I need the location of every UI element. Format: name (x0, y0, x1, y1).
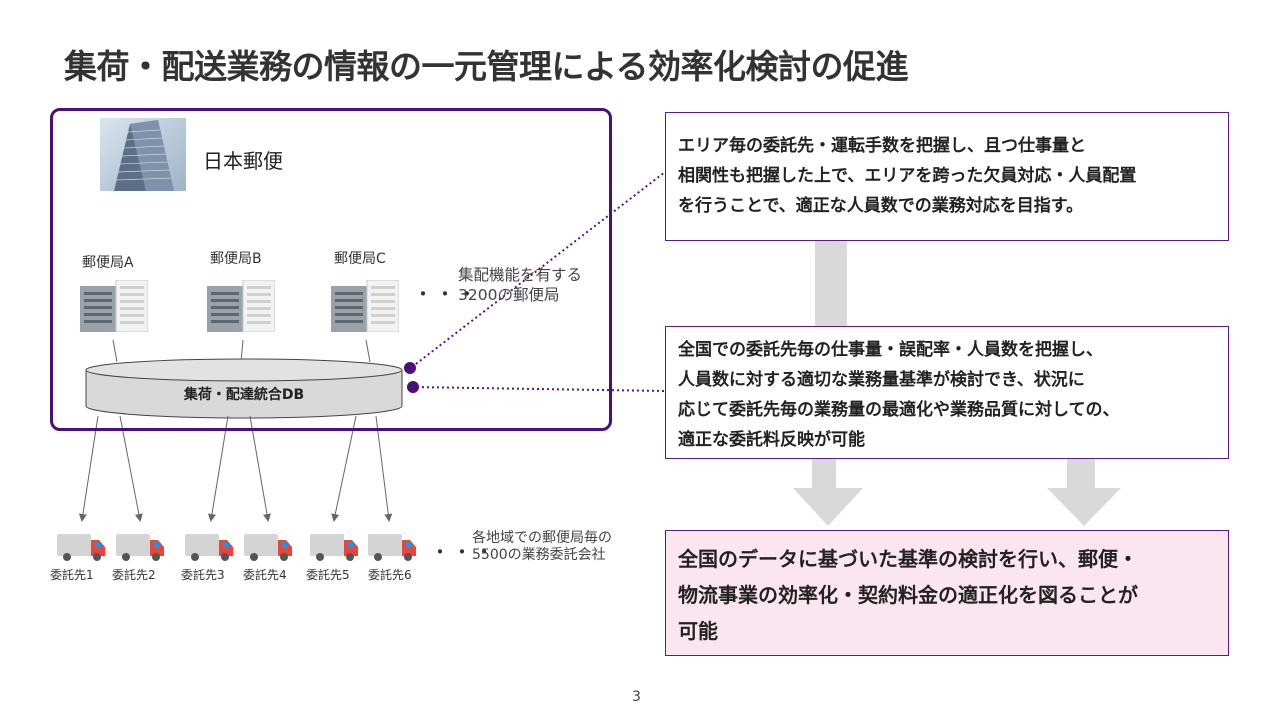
post-office-note-line: 3200の郵便局 (458, 286, 560, 304)
box2-line: 適正な委託料反映が可能 (678, 430, 865, 450)
box2-line: 人員数に対する適切な業務量基準が検討でき、状況に (678, 370, 1085, 390)
japan-post-frame (50, 108, 612, 431)
contractor-label: 委託先4 (243, 568, 287, 582)
box3-line: 可能 (678, 619, 718, 643)
contractor-label: 委託先3 (181, 568, 225, 582)
box1-line: エリア毎の委託先・運転手数を把握し、且つ仕事量と (678, 136, 1086, 156)
slide-title: 集荷・配送業務の情報の一元管理による効率化検討の促進 (64, 47, 909, 86)
contractor-label: 委託先6 (368, 568, 412, 582)
truck-icon-3 (185, 534, 233, 561)
staffing-goal-box: エリア毎の委託先・運転手数を把握し、且つ仕事量と 相関性も把握した上で、エリアを… (665, 112, 1229, 241)
post-office-note-line: 集配機能を有する (458, 266, 583, 284)
japan-post-label: 日本郵便 (203, 149, 283, 173)
post-office-b-icon (207, 280, 275, 332)
truck-icon-5 (310, 534, 358, 561)
post-office-note: 集配機能を有する 3200の郵便局 (458, 265, 582, 305)
database-label: 集荷・配達統合DB (183, 387, 305, 403)
box3-line: 全国のデータに基づいた基準の検討を行い、郵便・ (678, 547, 1138, 571)
contractor-label: 委託先2 (112, 568, 156, 582)
hq-building-photo (100, 118, 186, 191)
office-db-lines (112, 339, 371, 363)
flow-arrows (793, 241, 1121, 526)
page-number: 3 (632, 689, 641, 705)
truck-icon-1 (57, 534, 105, 561)
box1-line: 相関性も把握した上で、エリアを跨った欠員対応・人員配置 (678, 166, 1137, 186)
dotted-connectors (404, 171, 666, 393)
post-office-a-label: 郵便局A (82, 255, 134, 271)
db-truck-arrows (78, 415, 393, 522)
database-cylinder (85, 358, 403, 419)
contractor-label: 委託先5 (306, 568, 350, 582)
contractor-note: 各地域での郵便局毎の 5500の業務委託会社 (472, 530, 612, 564)
post-office-b-label: 郵便局B (210, 251, 262, 267)
post-office-c-label: 郵便局C (334, 251, 386, 267)
workload-standard-box: 全国での委託先毎の仕事量・誤配率・人員数を把握し、 人員数に対する適切な業務量基… (665, 326, 1229, 459)
box2-line: 応じて委託先毎の業務量の最適化や業務品質に対しての、 (678, 400, 1120, 420)
truck-icon-2 (116, 534, 164, 561)
truck-icon-4 (244, 534, 292, 561)
down-arrow-left (793, 459, 863, 526)
box2-line: 全国での委託先毎の仕事量・誤配率・人員数を把握し、 (678, 340, 1103, 360)
contractor-note-line: 各地域での郵便局毎の (472, 530, 612, 546)
contractor-label: 委託先1 (50, 568, 94, 582)
contractor-ellipsis: ・・・ (430, 540, 496, 564)
down-arrow-right (1047, 459, 1121, 526)
box1-line: を行うことで、適正な人員数での業務対応を目指す。 (678, 196, 1084, 216)
post-office-a-icon (80, 280, 148, 332)
connector-dot-1 (404, 362, 416, 374)
post-office-ellipsis: ・・・ (413, 282, 479, 306)
truck-icon-6 (368, 534, 416, 561)
contractor-note-line: 5500の業務委託会社 (472, 547, 606, 563)
conclusion-box: 全国のデータに基づいた基準の検討を行い、郵便・ 物流事業の効率化・契約料金の適正… (665, 530, 1229, 656)
connector-dot-2 (407, 381, 419, 393)
post-office-c-icon (331, 280, 399, 332)
box3-line: 物流事業の効率化・契約料金の適正化を図ることが (678, 583, 1138, 607)
